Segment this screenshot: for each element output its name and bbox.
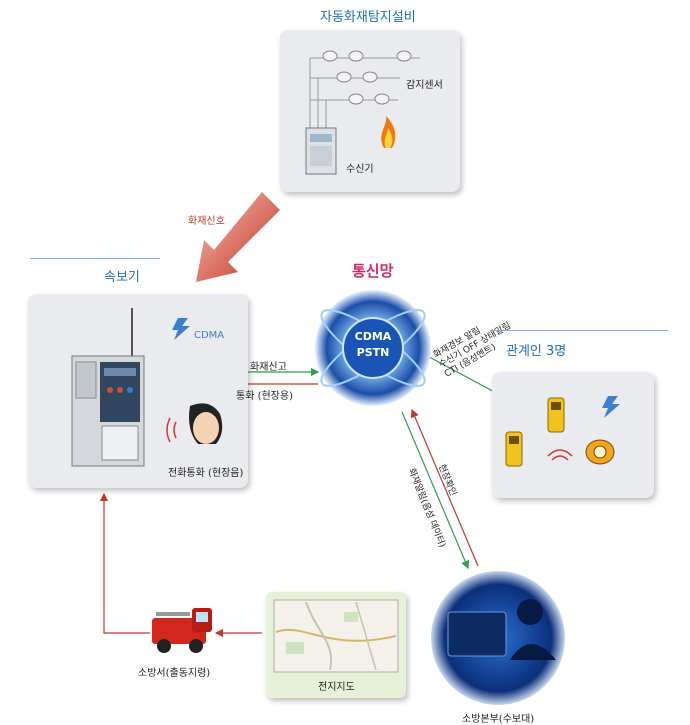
managers-panel [492, 372, 654, 498]
alarm-device-panel: CDMA 전화통화 (현장음) [28, 294, 248, 488]
onsite-check-arrow [410, 408, 479, 567]
map-illustration [273, 599, 399, 673]
alarm-device-illustration [71, 308, 223, 467]
receiver-label: 수신기 [346, 164, 374, 175]
managers-title-rule [490, 330, 668, 331]
fire-detection-panel: 감지센서 수신기 [280, 30, 460, 192]
globe-text-cdma: CDMA [354, 330, 392, 343]
alarm-cdma-label: CDMA [194, 330, 225, 341]
fire-alarm-voice-arrow [401, 411, 470, 570]
fire-report-label: 화재신고 [250, 362, 287, 373]
sensor-wiring-diagram [305, 50, 420, 175]
fire-truck-illustration [150, 604, 216, 656]
map-panel: 전지지도 [266, 592, 406, 698]
managers-title: 관계인 3명 [506, 344, 567, 359]
network-title: 통신망 [352, 262, 394, 280]
dispatch-loop-line [99, 492, 150, 634]
alarm-title-rule [30, 258, 160, 259]
call-onsite-label: 통화 (현장용) [236, 391, 293, 402]
network-globe [315, 290, 431, 406]
alarm-device-title: 속보기 [104, 270, 140, 285]
globe-text-pstn: PSTN [356, 346, 390, 359]
hq-label: 소방본부(수보대) [462, 714, 535, 725]
fire-station-label: 소방서(출동지령) [138, 668, 211, 679]
fire-signal-arrow [196, 192, 280, 282]
phone-call-label: 전화통화 (현장음) [168, 468, 244, 479]
sensor-label: 감지센서 [406, 80, 443, 91]
managers-devices-illustration [505, 396, 620, 467]
fire-detection-title: 자동화재탐지설비 [320, 10, 416, 25]
hq-operator-illustration [431, 571, 565, 705]
map-label: 전지지도 [318, 682, 355, 693]
fire-signal-label: 화재신호 [188, 216, 225, 227]
